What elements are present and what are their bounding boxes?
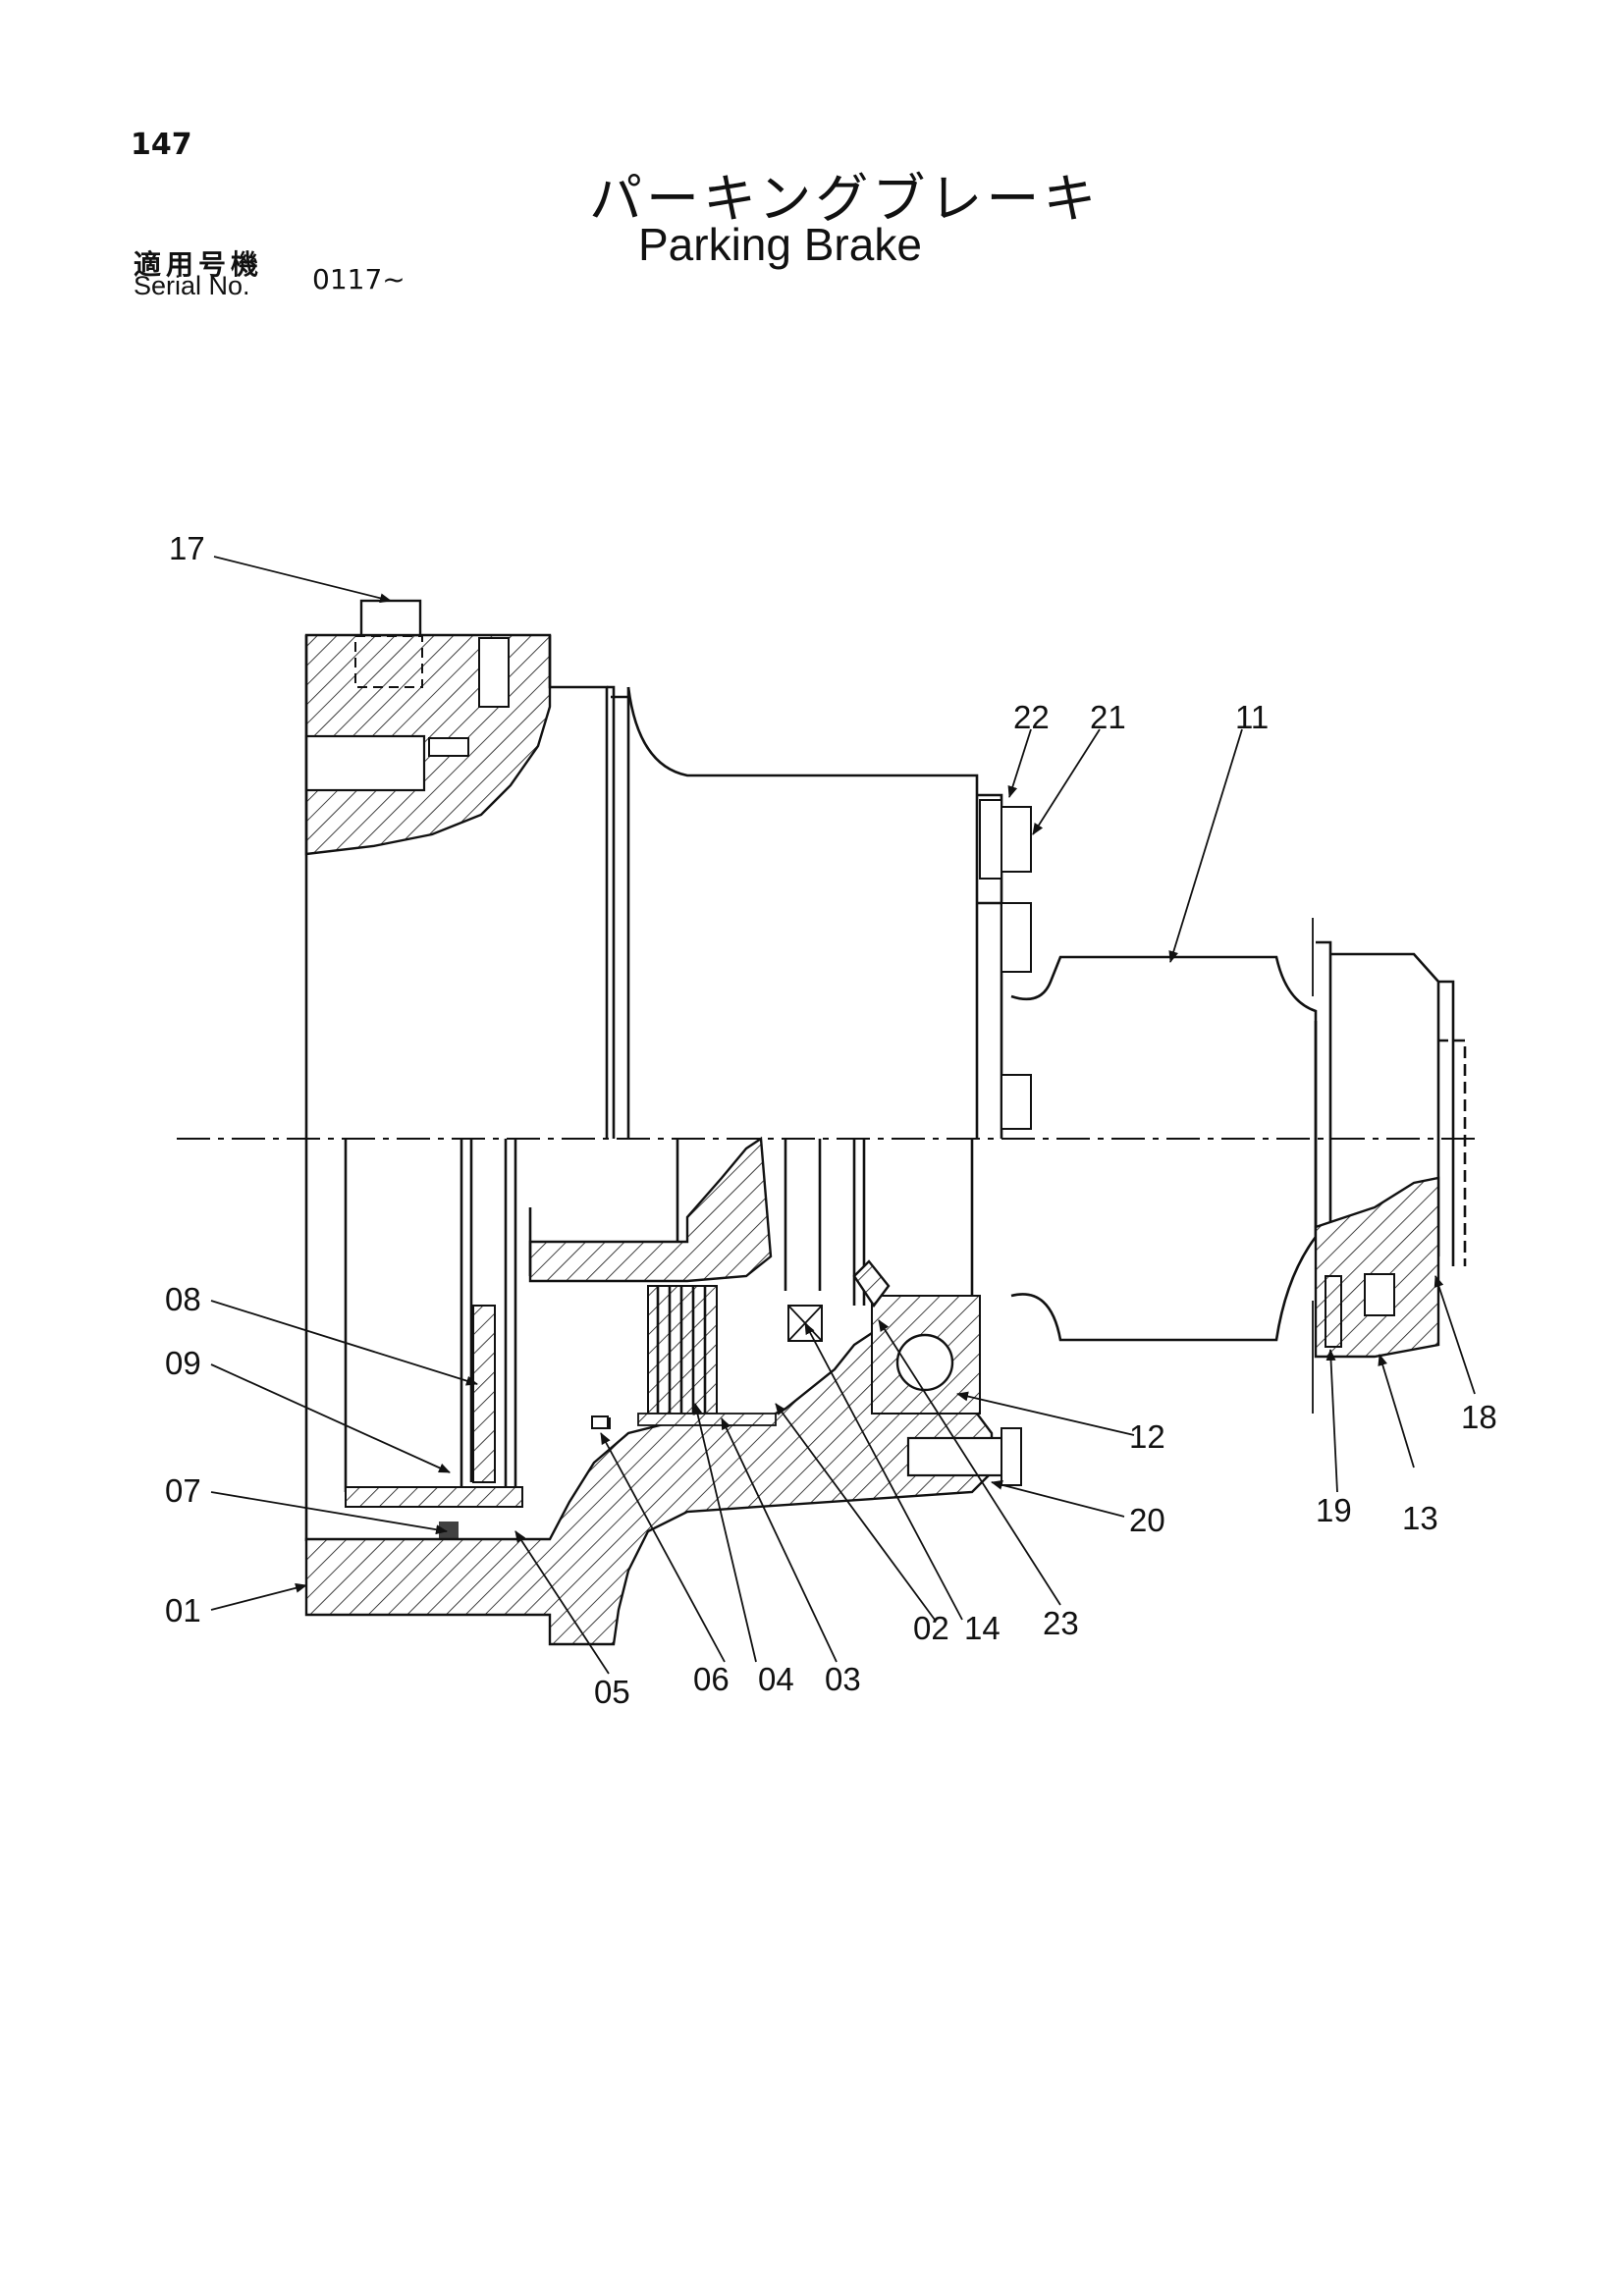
callout-22: 22 xyxy=(1013,699,1050,735)
callout-01: 01 xyxy=(165,1592,201,1629)
flange-bolts xyxy=(979,799,1032,1130)
callout-03: 03 xyxy=(825,1661,861,1697)
housing-upper xyxy=(304,599,1003,1139)
callout-21: 21 xyxy=(1090,699,1126,735)
serial-label-japanese: 適用号機 xyxy=(134,248,264,281)
callout-05: 05 xyxy=(594,1674,630,1710)
callout-12: 12 xyxy=(1129,1418,1165,1455)
callout-08: 08 xyxy=(165,1281,201,1317)
output-shaft xyxy=(1010,918,1467,1414)
bearing xyxy=(852,1259,981,1415)
callout-13: 13 xyxy=(1402,1500,1438,1536)
lower-section xyxy=(304,1136,1022,1646)
callout-19: 19 xyxy=(1316,1492,1352,1528)
callout-17: 17 xyxy=(169,530,205,566)
page-number: 147 xyxy=(131,128,192,162)
callout-04: 04 xyxy=(758,1661,794,1697)
title-japanese: パーキングブレーキ xyxy=(589,168,1101,230)
callout-labels: 17 22 21 11 08 09 07 01 05 06 04 03 02 1… xyxy=(165,530,1497,1710)
leader-lines xyxy=(210,556,1476,1675)
serial-label-english: Serial No. xyxy=(134,271,250,300)
callout-02: 02 xyxy=(913,1610,949,1646)
callout-07: 07 xyxy=(165,1472,201,1509)
callout-11: 11 xyxy=(1235,699,1269,735)
callout-23: 23 xyxy=(1043,1605,1079,1641)
callout-09: 09 xyxy=(165,1345,201,1381)
title-english: Parking Brake xyxy=(638,219,922,270)
callout-06: 06 xyxy=(693,1661,730,1697)
callout-20: 20 xyxy=(1129,1502,1165,1538)
serial-value: 0117~ xyxy=(312,263,406,295)
callout-18: 18 xyxy=(1461,1399,1497,1435)
callout-14: 14 xyxy=(964,1610,1001,1646)
disc-pack xyxy=(593,1285,777,1429)
